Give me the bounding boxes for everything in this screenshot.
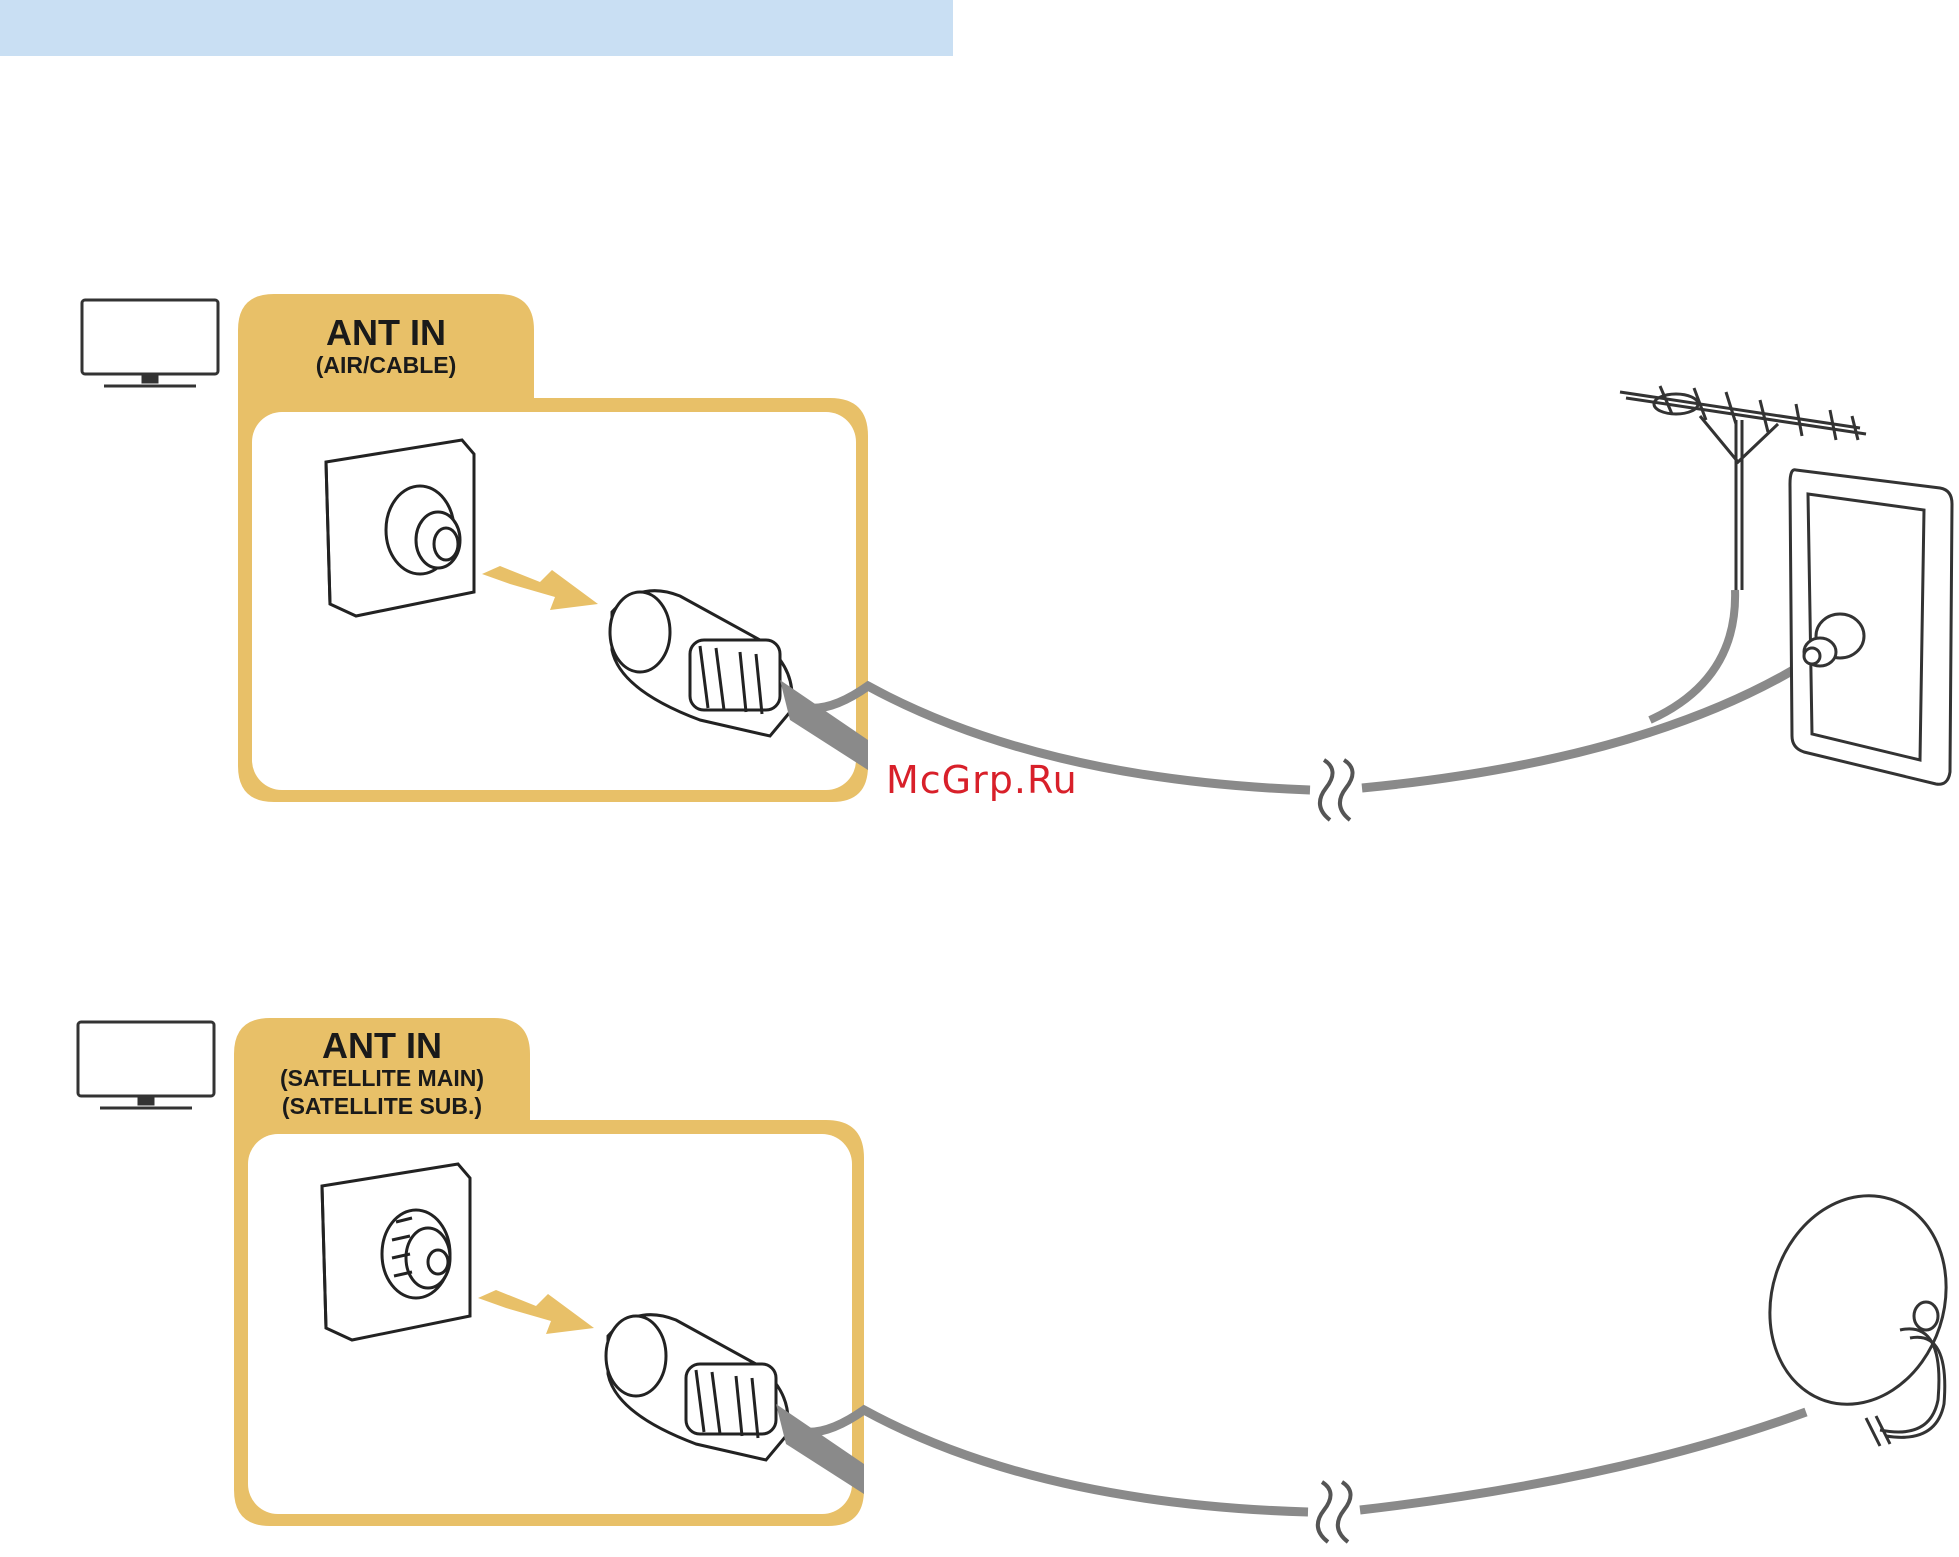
watermark-text: McGrp.Ru xyxy=(886,758,1078,802)
cable-break-icon xyxy=(1320,760,1353,820)
cable-right xyxy=(1360,1412,1806,1510)
coaxial-port-icon xyxy=(326,440,474,616)
port-title: ANT IN xyxy=(326,312,446,353)
f-connector-port-icon xyxy=(322,1164,470,1340)
tv-icon xyxy=(78,1022,214,1108)
wall-jack-icon xyxy=(1790,470,1952,784)
port-title: ANT IN xyxy=(322,1025,442,1066)
diagram-air-cable: ANT IN (AIR/CABLE) xyxy=(82,294,1952,820)
cable-break-icon xyxy=(1318,1482,1351,1542)
cable-right xyxy=(1362,660,1810,788)
port-subtitle-sub: (SATELLITE SUB.) xyxy=(282,1093,482,1119)
cable-left xyxy=(786,1410,1308,1512)
port-subtitle-main: (SATELLITE MAIN) xyxy=(280,1065,484,1091)
satellite-dish-icon xyxy=(1743,1173,1959,1446)
tv-icon xyxy=(82,300,218,386)
diagram-satellite: ANT IN (SATELLITE MAIN) (SATELLITE SUB.) xyxy=(78,1018,1959,1542)
port-subtitle: (AIR/CABLE) xyxy=(316,352,457,378)
